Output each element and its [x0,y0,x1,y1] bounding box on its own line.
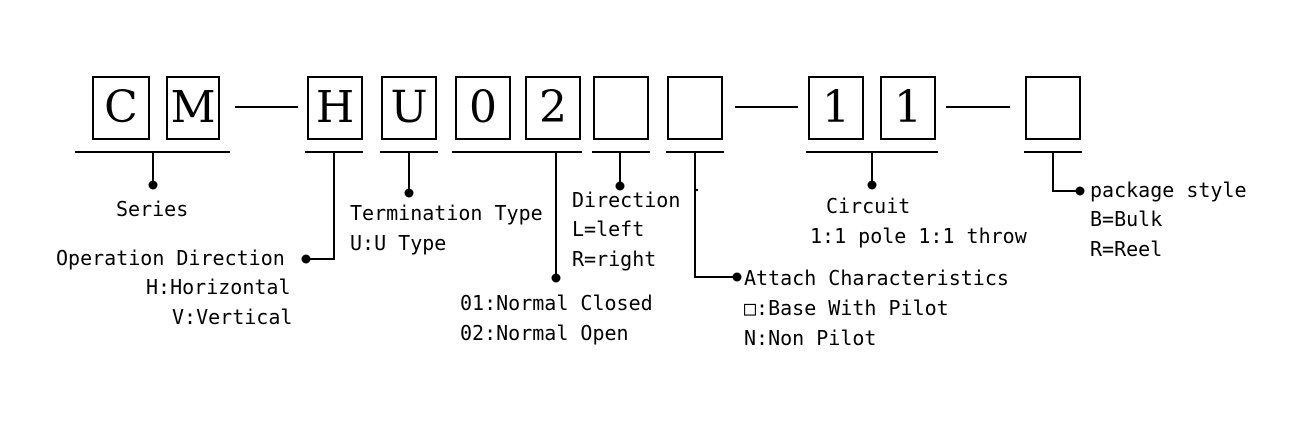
code-box-2: 2 [525,76,581,140]
dot-package [1075,186,1085,196]
label-operation-h: H:Horizontal [146,275,291,299]
label-attach-title: Attach Characteristics [744,266,1009,290]
label-direction-r: R=right [572,247,657,271]
dot-contact [551,273,561,283]
label-circuit-title: Circuit [826,194,911,218]
label-operation-title: Operation Direction [56,246,285,270]
label-package-r: R=Reel [1090,237,1163,261]
code-box-c: C [92,76,150,140]
label-operation-v: V:Vertical [172,305,293,329]
label-attach-non: N:Non Pilot [744,326,877,350]
leader-package [1052,152,1080,192]
code-box-1a: 1 [808,76,864,140]
code-box-1b: 1 [880,76,936,140]
dot-series [148,180,158,190]
stray-mark [695,188,699,192]
dot-direction [615,181,625,191]
dot-circuit [867,180,877,190]
label-contact-02: 02:Normal Open [460,321,629,345]
label-attach-base: □:Base With Pilot [744,296,949,320]
code-box-attach [667,76,723,140]
label-series: Series [116,197,189,221]
code-box-0: 0 [455,76,511,140]
code-box-m: M [166,76,220,140]
label-termination-u: U:U Type [350,231,447,255]
code-box-h: H [307,76,363,140]
label-circuit-desc: 1:1 pole 1:1 throw [810,224,1027,248]
code-box-u: U [381,76,437,140]
label-direction-l: L=left [572,217,645,241]
leader-operation [306,152,335,260]
label-direction-title: Direction [572,188,681,212]
label-package-b: B=Bulk [1090,207,1163,231]
dot-termination [404,188,414,198]
dot-attach [732,272,742,282]
label-contact-01: 01:Normal Closed [460,291,653,315]
label-termination-title: Termination Type [350,201,543,225]
label-package-title: package style [1090,178,1247,202]
code-box-direction [593,76,649,140]
leader-attach [694,152,737,278]
code-box-package [1025,76,1081,140]
dot-operation [301,254,311,264]
